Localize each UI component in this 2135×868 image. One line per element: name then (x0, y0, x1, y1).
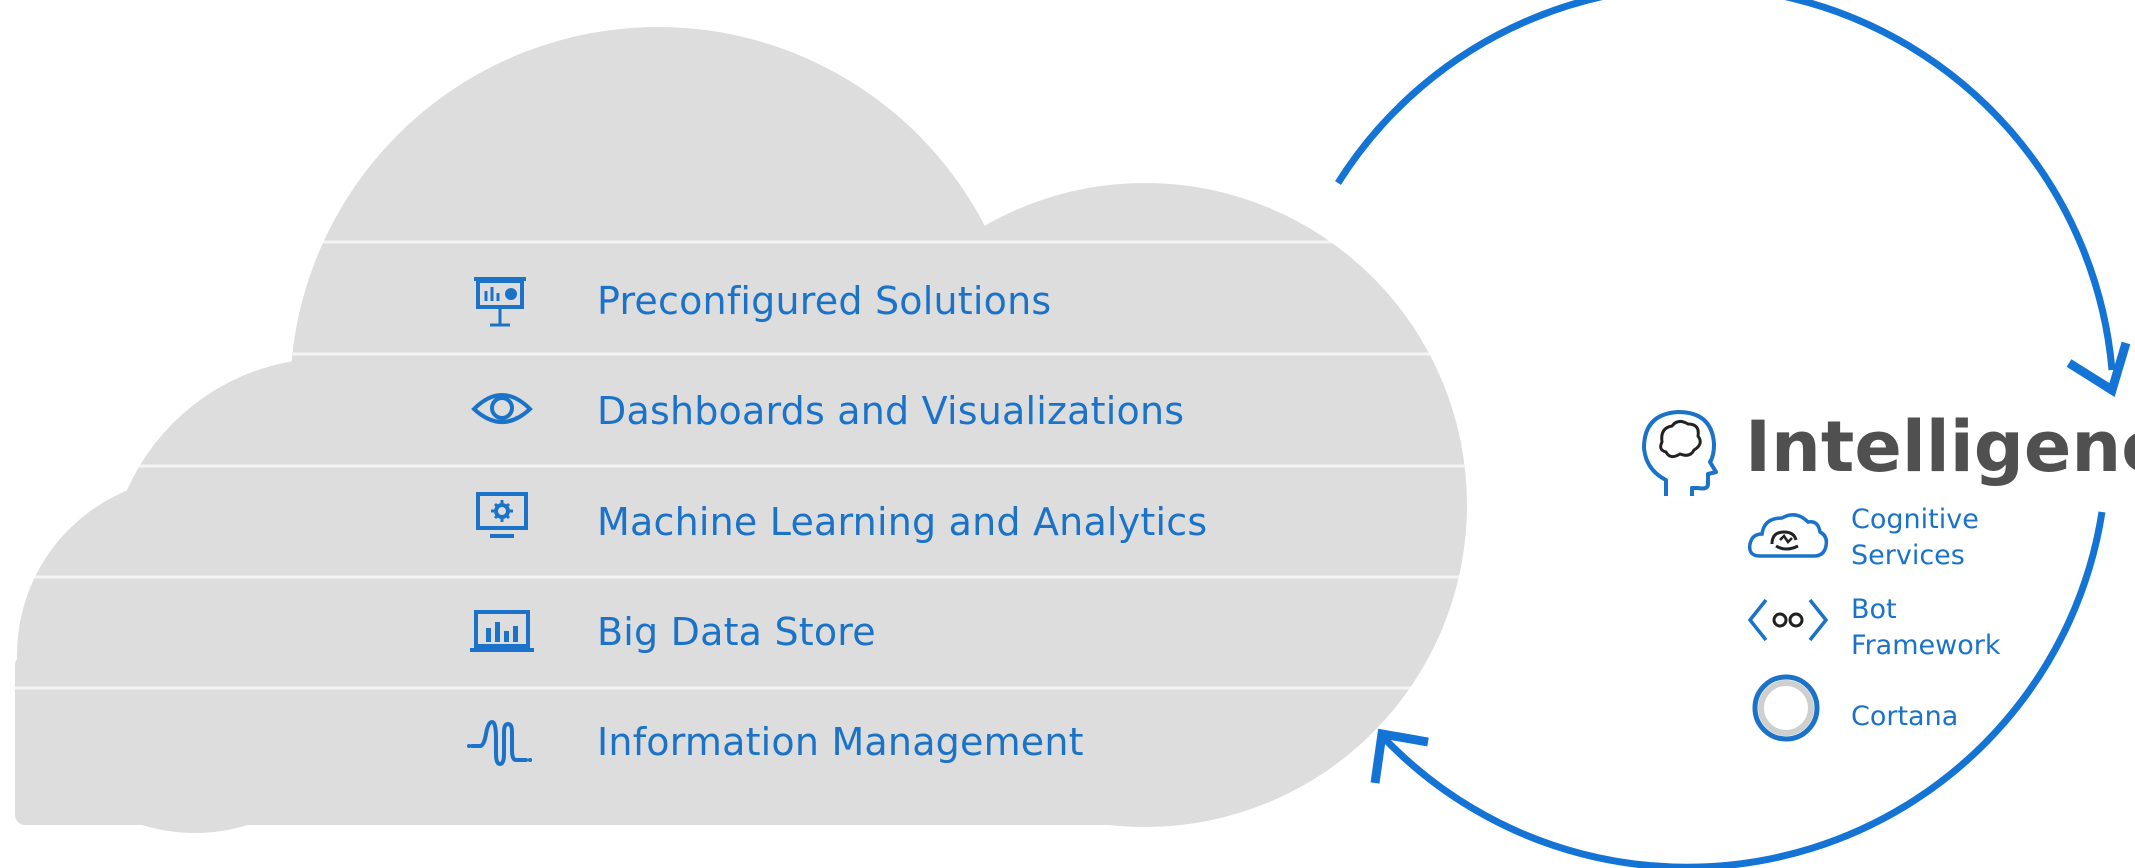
intelligence-title: Intelligence (1745, 406, 2135, 488)
top-arc-arrow (1335, 0, 2116, 371)
service-label-bot-framework: Bot Framework (1851, 592, 2000, 664)
eye-icon (471, 393, 533, 424)
service-label-line: Framework (1851, 630, 2001, 661)
service-label-cognitive-services: Cognitive Services (1851, 502, 1979, 574)
service-label-line: Cognitive (1851, 504, 1979, 535)
service-label-line: Bot (1851, 594, 1897, 625)
layer-label-information-management: Information Management (597, 720, 1084, 764)
layer-label-big-data-store: Big Data Store (597, 610, 876, 654)
top-arrowhead (2066, 341, 2131, 397)
code-brackets-eyes-icon (1747, 598, 1829, 642)
presentation-board-icon (474, 277, 526, 327)
bar-chart-icon (470, 610, 534, 652)
layer-label-preconfigured-solutions: Preconfigured Solutions (597, 279, 1052, 323)
service-label-cortana: Cortana (1851, 699, 1958, 735)
service-label-line: Cortana (1851, 701, 1959, 732)
monitor-gear-icon (476, 492, 528, 538)
bottom-arrowhead (1370, 728, 1429, 784)
cloud-face-icon (1747, 513, 1829, 558)
service-label-line: Services (1851, 540, 1965, 571)
head-brain-icon (1642, 410, 1718, 496)
waveform-icon (467, 719, 532, 767)
bottom-arc-arrow (1380, 511, 2106, 868)
layer-label-machine-learning-analytics: Machine Learning and Analytics (597, 500, 1208, 544)
layer-label-dashboards-visualizations: Dashboards and Visualizations (597, 389, 1185, 433)
ring-icon (1752, 674, 1820, 742)
